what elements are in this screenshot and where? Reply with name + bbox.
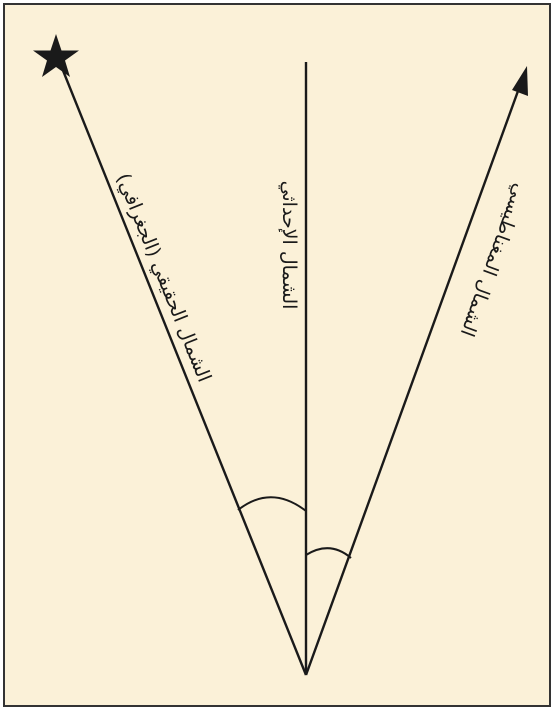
magnetic-north-label: الشمال المغناطيسي (456, 181, 532, 340)
true-grid-angle-arc (237, 496, 307, 512)
magnetic-north-line (304, 79, 524, 676)
diagram-frame (3, 3, 551, 707)
arrowhead-icon (512, 66, 528, 96)
true-north-line (60, 67, 308, 676)
grid-magnetic-angle-arc (305, 547, 352, 559)
grid-north-label: الشمال الإحداثي (278, 181, 300, 310)
true-north-label: الشمال الحقيقي (الجغرافي) (112, 170, 216, 385)
star-icon (33, 34, 79, 77)
